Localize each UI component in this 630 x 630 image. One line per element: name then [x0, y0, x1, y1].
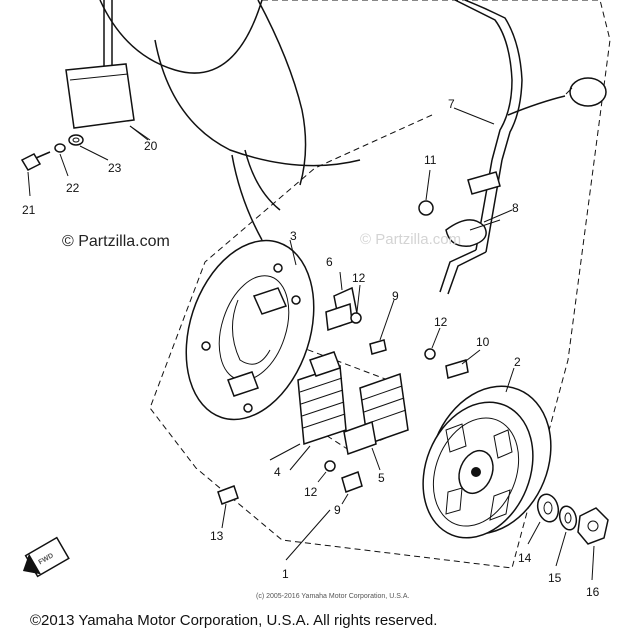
callout-20: 20 [144, 139, 158, 153]
callout-15: 15 [548, 571, 562, 585]
callout-13: 13 [210, 529, 224, 543]
callout-3: 3 [290, 229, 297, 243]
callout-1: 1 [282, 567, 289, 581]
callout-12c: 12 [304, 485, 318, 499]
callout-10: 10 [476, 335, 490, 349]
callout-2: 2 [514, 355, 521, 369]
callout-8: 8 [512, 201, 519, 215]
callout-11: 11 [424, 153, 437, 167]
part-4-coil [289, 351, 347, 471]
part-8-clamp [445, 209, 513, 247]
callout-4: 4 [274, 465, 281, 479]
fwd-arrow-icon: FWD [22, 536, 70, 578]
callout-14: 14 [518, 551, 532, 565]
part-3-base-plate [185, 239, 315, 421]
callout-9b: 9 [334, 503, 341, 517]
fine-print: (c) 2005-2016 Yamaha Motor Corporation, … [256, 593, 409, 600]
part-2-rotor [422, 367, 552, 539]
callout-numbers: 1 2 3 4 5 6 7 8 9 9 10 11 12 12 12 13 14… [22, 97, 600, 599]
watermark: © Partzilla.com [62, 233, 170, 250]
callout-6: 6 [326, 255, 333, 269]
copyright-notice: ©2013 Yamaha Motor Corporation, U.S.A. A… [30, 612, 438, 629]
callout-22: 22 [66, 181, 80, 195]
watermark-faint: © Partzilla.com [360, 231, 461, 248]
callout-12b: 12 [434, 315, 448, 329]
leader-lines [129, 107, 495, 561]
part-5-coil [343, 372, 409, 471]
callout-12a: 12 [352, 271, 366, 285]
callout-9a: 9 [392, 289, 399, 303]
part-13-screw [217, 485, 239, 529]
callout-16: 16 [586, 585, 600, 599]
part-11-screw [418, 169, 434, 216]
engine-case-outline [99, 0, 361, 241]
parts-14-15-16-hardware [527, 493, 609, 581]
part-20-regulator [65, 0, 149, 141]
callout-7: 7 [448, 97, 455, 111]
callout-21: 21 [22, 203, 36, 217]
part-7-lead-wire [439, 0, 607, 295]
part-6-points [325, 271, 359, 332]
callout-23: 23 [108, 161, 122, 175]
small-fasteners [317, 284, 481, 505]
parts-21-22-23-fasteners [20, 134, 109, 197]
callout-5: 5 [378, 471, 385, 485]
